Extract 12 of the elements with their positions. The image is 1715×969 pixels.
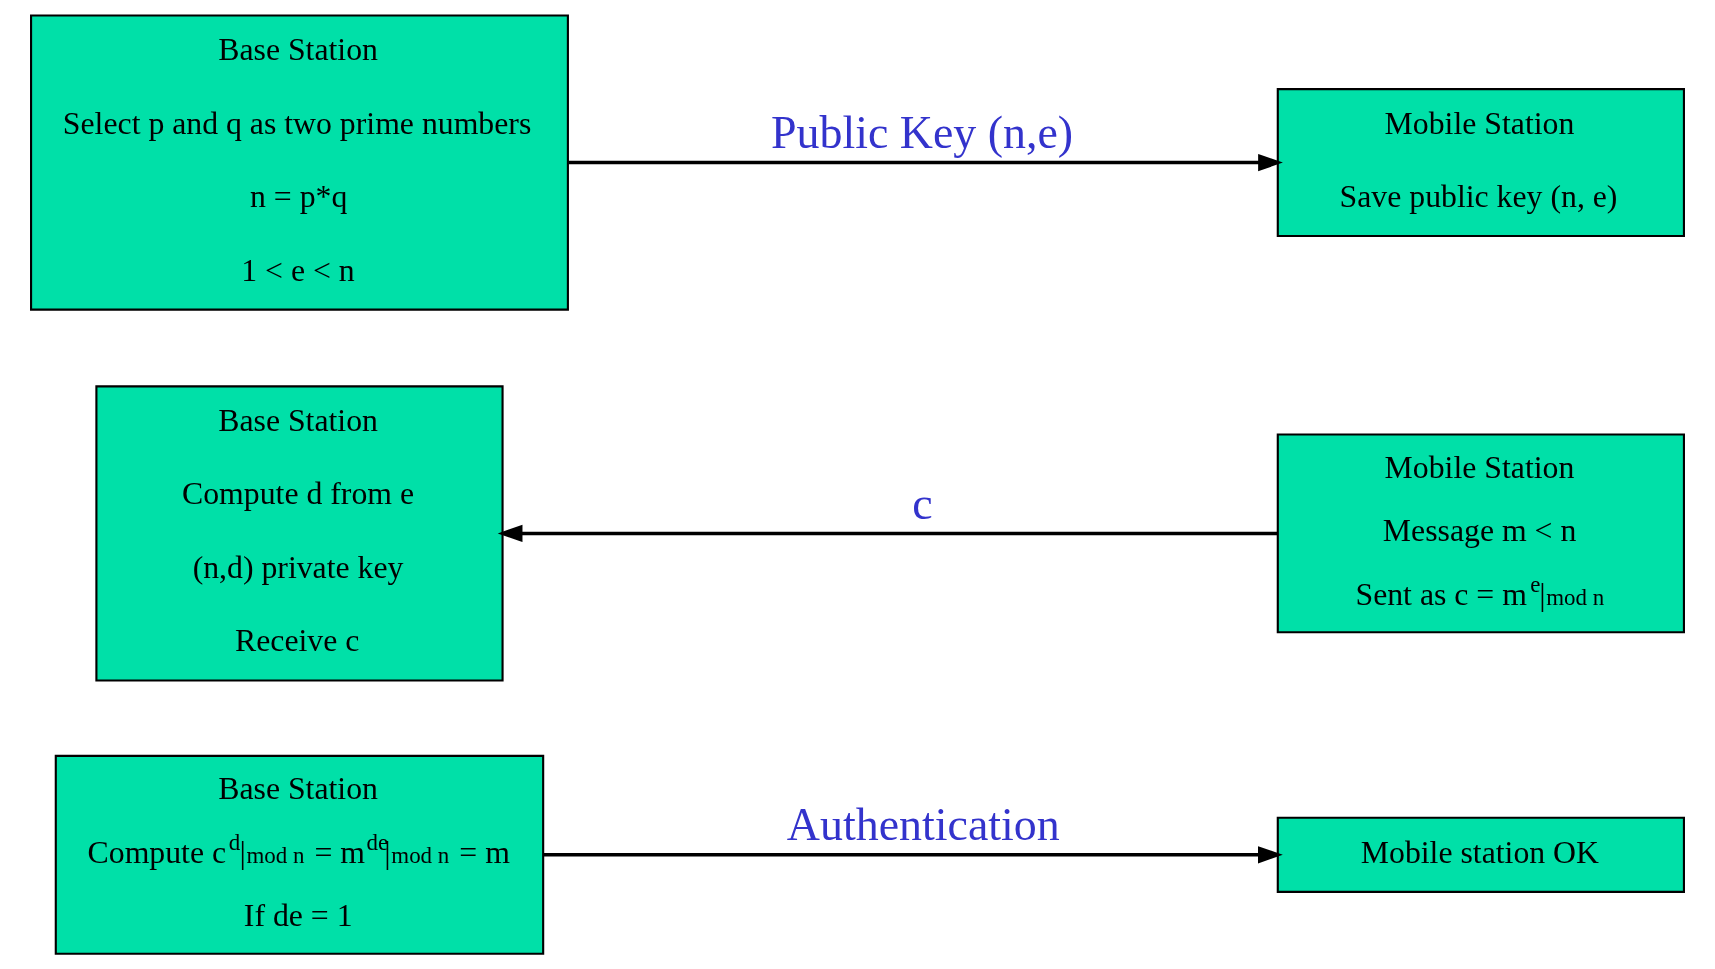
arrow xyxy=(543,846,1283,864)
edge-label: Public Key (n,e) xyxy=(770,107,1074,159)
node-box: Mobile station OK xyxy=(1276,816,1685,893)
arrow xyxy=(497,524,1278,543)
node-box: Base Station Compute d from e (n,d) private key Receive c xyxy=(95,385,504,682)
node-box: Base Station Compute c$^{d}$|mod n = m$^{de}$|mod n = m If de = 1 xyxy=(54,754,545,955)
node-box: Base Station Select p and q as two prime numbers n = p*q 1 < e < n xyxy=(30,14,569,311)
edge-label: Authentication xyxy=(786,799,1060,851)
node-box: Mobile Station Message m < n Sent as c = m$^{e}$|mod n xyxy=(1276,433,1685,634)
node-box: Mobile Station Save public key (n, e) xyxy=(1276,88,1685,238)
arrow xyxy=(568,153,1283,172)
edge-label: c xyxy=(912,477,933,529)
